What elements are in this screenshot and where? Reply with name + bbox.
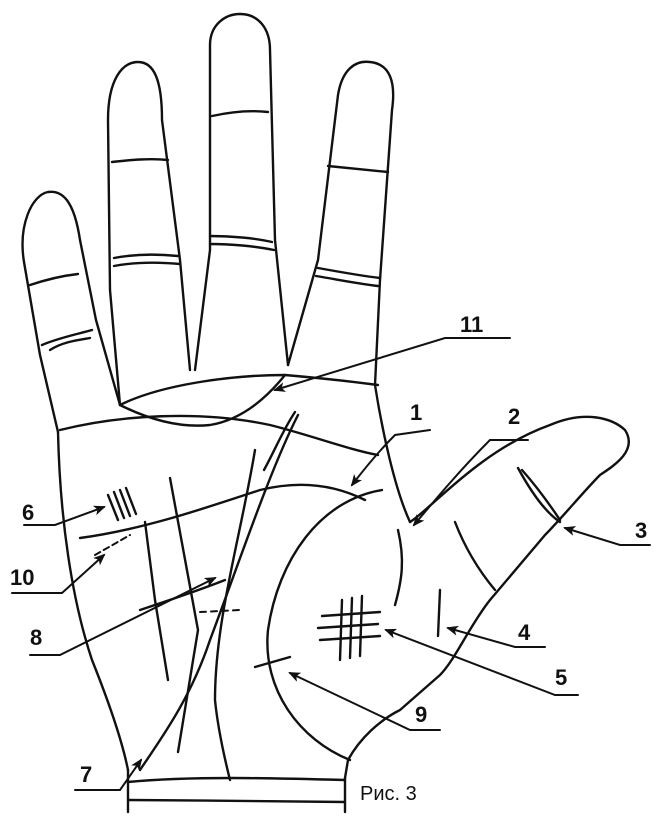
wrist-line-1 — [128, 778, 345, 782]
callout-1: 1 — [410, 400, 422, 425]
callout-leaders — [12, 338, 650, 790]
stroke-marks-6 — [108, 488, 136, 520]
wrist-line-2 — [128, 800, 345, 802]
grid-mark-5 — [318, 596, 380, 660]
callout-6: 6 — [22, 500, 34, 525]
callout-5: 5 — [555, 665, 567, 690]
callout-9: 9 — [415, 702, 427, 727]
callout-7: 7 — [80, 762, 92, 787]
palm-left-side — [58, 432, 128, 770]
ring-finger-outline — [108, 62, 190, 405]
callout-4: 4 — [518, 620, 531, 645]
callout-10: 10 — [10, 565, 34, 590]
callout-3: 3 — [635, 518, 647, 543]
hand-outline — [23, 14, 629, 812]
callout-8: 8 — [30, 625, 42, 650]
figure-caption: Рис. 3 — [360, 783, 417, 805]
little-finger-outline — [23, 192, 120, 432]
middle-finger-outline — [195, 14, 288, 370]
callout-2: 2 — [508, 404, 520, 429]
palm-right-side — [375, 385, 410, 522]
index-finger-outline — [288, 62, 393, 385]
thumb-outline — [345, 417, 629, 778]
callout-11: 11 — [460, 312, 483, 337]
